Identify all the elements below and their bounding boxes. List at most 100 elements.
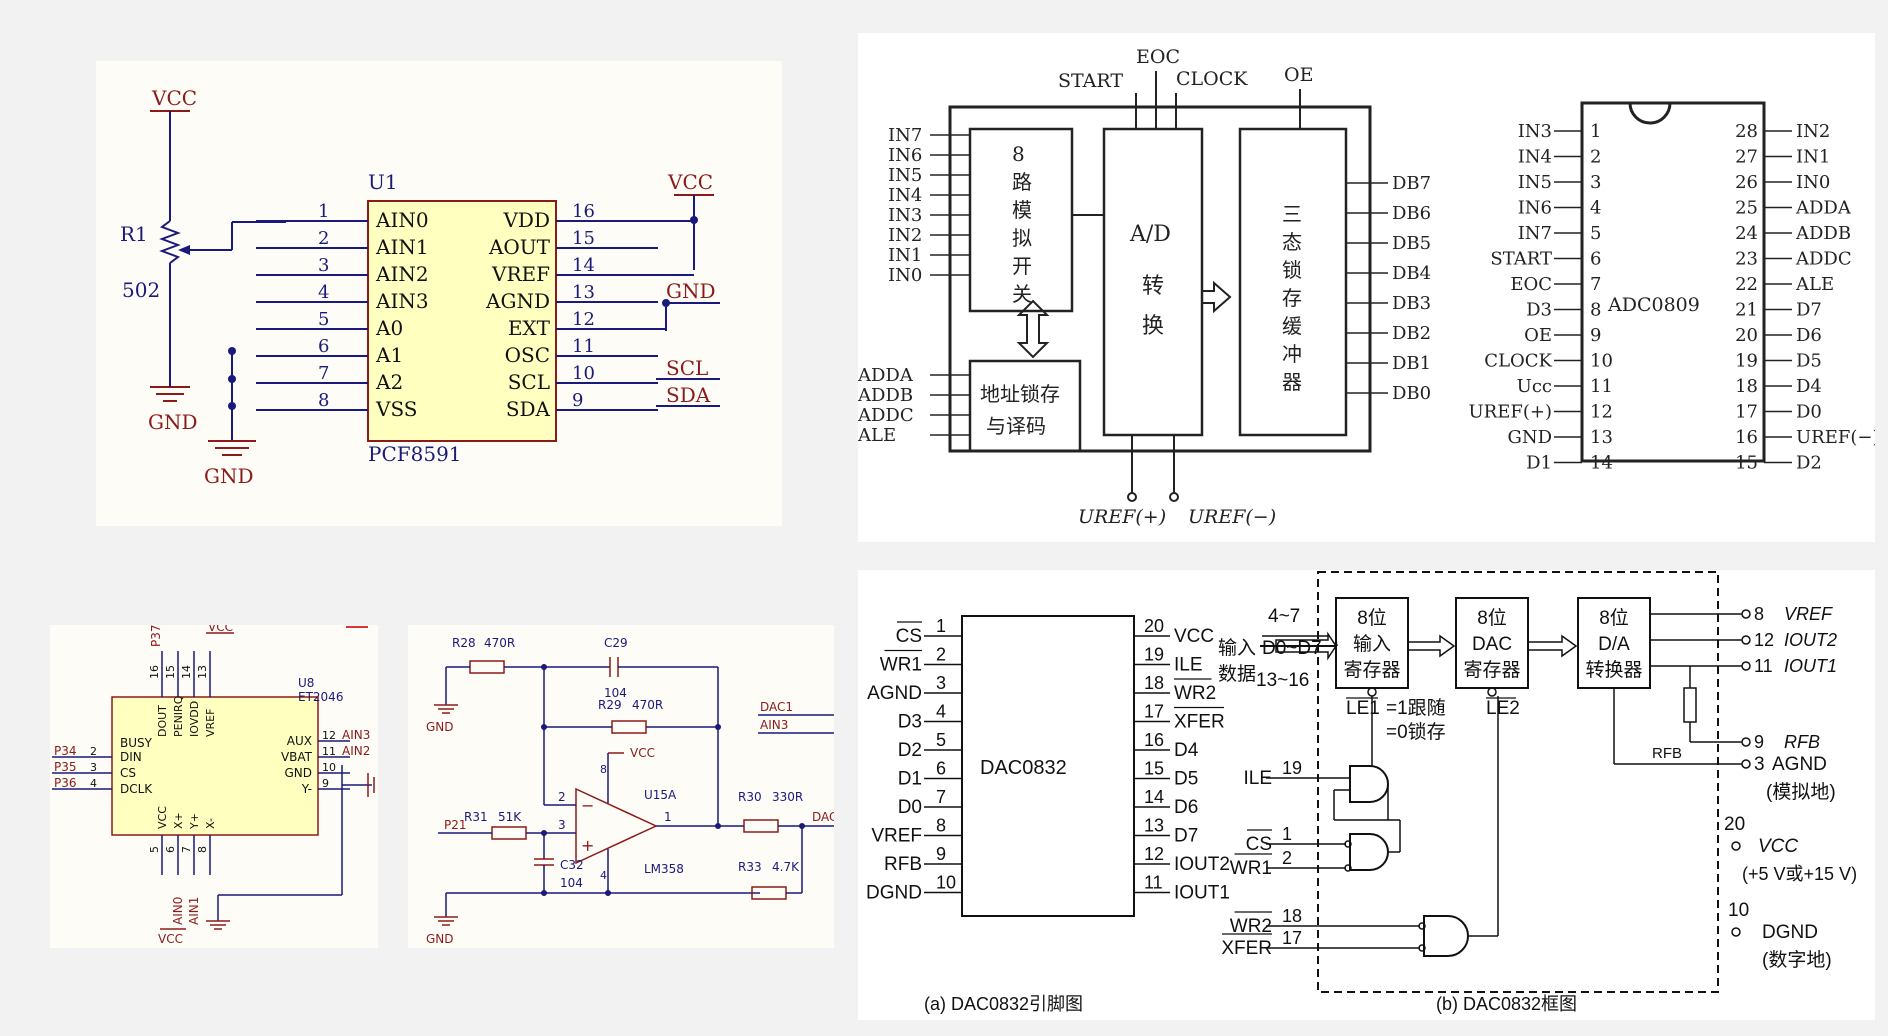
r28-ref: R28 — [452, 636, 476, 650]
dip-left-number: 9 — [1590, 325, 1601, 346]
pin-1: 1 — [664, 810, 672, 824]
dip-right-number: 19 — [1735, 351, 1758, 372]
and-gate-3 — [1423, 915, 1469, 957]
et-right-net: AIN2 — [342, 744, 370, 758]
mux-char: 8 — [1012, 142, 1025, 166]
dac-net: DAC — [812, 810, 834, 824]
dac-left-label: AGND — [867, 683, 922, 704]
arrow-1 — [1407, 634, 1456, 658]
bidirectional-arrow — [1016, 299, 1050, 359]
dac-right-number: 12 — [1144, 844, 1164, 864]
r30 — [743, 819, 779, 833]
opamp-u15a — [575, 787, 658, 865]
pcf-left-pin-number: 6 — [318, 336, 329, 357]
et-bottom-net: AIN0 — [171, 897, 185, 925]
chip-ref: U1 — [368, 170, 398, 194]
adc-input-label: IN7 — [888, 125, 922, 146]
input-arrow — [1275, 631, 1337, 661]
dac-left-number: 6 — [936, 759, 946, 779]
dac-out-number: 11 — [1754, 656, 1773, 676]
et-right-number: 12 — [322, 729, 336, 742]
et-left-number: 2 — [90, 745, 97, 758]
c32-value: 104 — [560, 876, 583, 890]
agnd-note: (模拟地) — [1766, 781, 1836, 803]
adc-output-label: DB6 — [1392, 203, 1431, 224]
eoc-label: EOC — [1136, 46, 1180, 68]
uref-minus: UREF(−) — [1188, 506, 1276, 528]
pcf-right-pin-number: 13 — [572, 282, 595, 303]
ad-to-latch-arrow — [1201, 280, 1232, 314]
et-bottom-name: X+ — [172, 812, 185, 829]
pcf-left-pin-number: 8 — [318, 390, 329, 411]
latch-char: 锁 — [1282, 258, 1302, 282]
dac-out-number: 9 — [1754, 732, 1764, 752]
et-ref: U8 — [298, 676, 314, 690]
dip-right-number: 18 — [1735, 376, 1758, 397]
dac-left-label: D2 — [898, 740, 922, 761]
dac-out-label: VREF — [1784, 604, 1833, 624]
et-left-number: 3 — [90, 761, 97, 774]
dac-right-number: 16 — [1144, 730, 1164, 750]
inverting-sign: − — [581, 796, 594, 815]
ad-label-3: 换 — [1142, 314, 1164, 339]
r1-value: 502 — [122, 278, 160, 302]
dac-left-label: DGND — [866, 883, 922, 904]
addr-latch-block — [968, 359, 1082, 453]
et-bottom-number: 7 — [180, 846, 193, 853]
dip-left-label: OE — [1524, 325, 1552, 346]
dip-right-number: 21 — [1735, 300, 1758, 321]
dac-ctrl-number: 17 — [1282, 928, 1302, 948]
lock-note: =0锁存 — [1386, 721, 1446, 743]
dac-ctrl-number: 2 — [1282, 848, 1292, 868]
input-label-2: 数据 — [1218, 663, 1256, 685]
dac-ctrl-label: CS — [1246, 834, 1272, 855]
et-left-net: P36 — [54, 776, 77, 790]
le2-label: LE2 — [1486, 698, 1520, 719]
et-left-net: P34 — [54, 744, 77, 758]
dip-left-number: 7 — [1590, 274, 1601, 295]
adc-output-label: DB3 — [1392, 293, 1431, 314]
dac-right-number: 18 — [1144, 673, 1164, 693]
dac-block-label: 寄存器 — [1463, 659, 1520, 681]
dip-left-number: 12 — [1590, 402, 1613, 423]
et-top-number: 16 — [148, 665, 161, 679]
start-label: START — [1058, 70, 1123, 92]
et-right-name: AUX — [287, 734, 312, 748]
mux-block — [968, 127, 1074, 313]
pcf-right-pin-name: VDD — [502, 208, 550, 232]
dac-block-label: D/A — [1598, 634, 1630, 655]
latch-char: 态 — [1282, 230, 1302, 254]
adc-input-label: IN0 — [888, 265, 922, 286]
dip-right-label: ADDC — [1795, 249, 1852, 270]
pcf-left-pin-name: A2 — [375, 370, 403, 394]
pcf-right-pin-number: 10 — [572, 363, 595, 384]
follow-note: =1跟随 — [1386, 697, 1446, 719]
dac-right-label: XFER — [1174, 712, 1225, 733]
r33-value: 4.7K — [772, 860, 800, 874]
dac-out-number: 12 — [1754, 630, 1774, 650]
dac-block-label: 8位 — [1599, 607, 1629, 629]
le1-label: LE1 — [1346, 698, 1380, 719]
dac1-net: DAC1 — [760, 700, 793, 714]
dip-right-label: D4 — [1796, 376, 1822, 397]
mux-char: 拟 — [1012, 226, 1032, 250]
net-gnd: GND — [666, 279, 716, 303]
net-sda: SDA — [666, 383, 711, 407]
vcc-label-2: VCC — [667, 170, 713, 194]
pcf-left-pin-number: 2 — [318, 228, 329, 249]
amp-gnd-1: GND — [426, 720, 454, 734]
dip-right-number: 16 — [1735, 427, 1758, 448]
d0-d7-label: D0~D7 — [1262, 638, 1322, 659]
p21-label: P21 — [444, 818, 467, 832]
dip-right-number: 22 — [1735, 274, 1758, 295]
latch-block — [1238, 127, 1348, 437]
pcf-right-pin-number: 12 — [572, 309, 595, 330]
ad-label: A/D — [1129, 222, 1171, 247]
dac-out-terminal — [1741, 661, 1751, 671]
pin-4: 4 — [600, 869, 607, 882]
adc-output-label: DB2 — [1392, 323, 1431, 344]
dac-right-label: IOUT2 — [1174, 854, 1230, 875]
